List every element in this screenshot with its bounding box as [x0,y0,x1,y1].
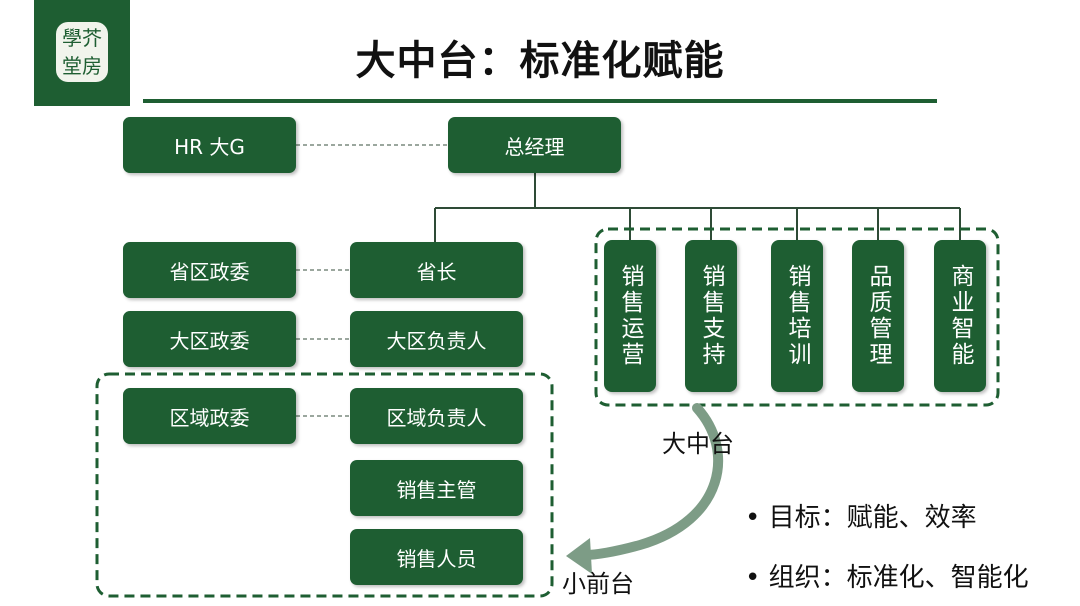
logo-line-1: 學芥 [62,26,102,50]
empower-arrow [580,403,723,560]
platform-box-bi: 商业智能 [934,240,986,392]
empower-arrow-head [566,538,592,574]
platform-box-quality: 品质管理 [852,240,904,392]
gm-box: 总经理 [448,117,621,173]
bullet-dot: • [745,563,761,593]
bullet-goal-value: 赋能、效率 [846,503,977,533]
title-underline [143,99,937,103]
area-head-box: 区域负责人 [350,388,523,444]
platform-box-sales-training: 销售培训 [771,240,823,392]
front-platform-frame [95,372,554,598]
bullet-goal-key: 目标： [768,503,847,533]
platform-box-sales-ops: 销售运营 [604,240,656,392]
prov-commissar-box: 省区政委 [123,242,296,298]
bullet-goal: • 目标：赋能、效率 [745,497,977,534]
page-title: 大中台：标准化赋能 [355,38,725,84]
logo: 學芥 堂房 [34,0,130,106]
bullet-org: • 组织：标准化、智能化 [745,557,1029,594]
label-small-front: 小前台 [562,570,634,598]
bullet-dot: • [745,503,761,533]
platform-box-sales-support: 销售支持 [685,240,737,392]
label-big-middle: 大中台 [662,430,734,458]
governor-box: 省长 [350,242,523,298]
sales-supervisor-box: 销售主管 [350,460,523,516]
bullet-org-key: 组织： [768,563,847,593]
sales-staff-box: 销售人员 [350,529,523,585]
region-commissar-box: 大区政委 [123,311,296,367]
logo-seal: 學芥 堂房 [56,22,108,82]
region-head-box: 大区负责人 [350,311,523,367]
bullet-org-value: 标准化、智能化 [846,563,1029,593]
hr-box: HR 大G [123,117,296,173]
logo-line-2: 堂房 [62,54,102,78]
area-commissar-box: 区域政委 [123,388,296,444]
middle-platform-frame [594,227,1000,407]
